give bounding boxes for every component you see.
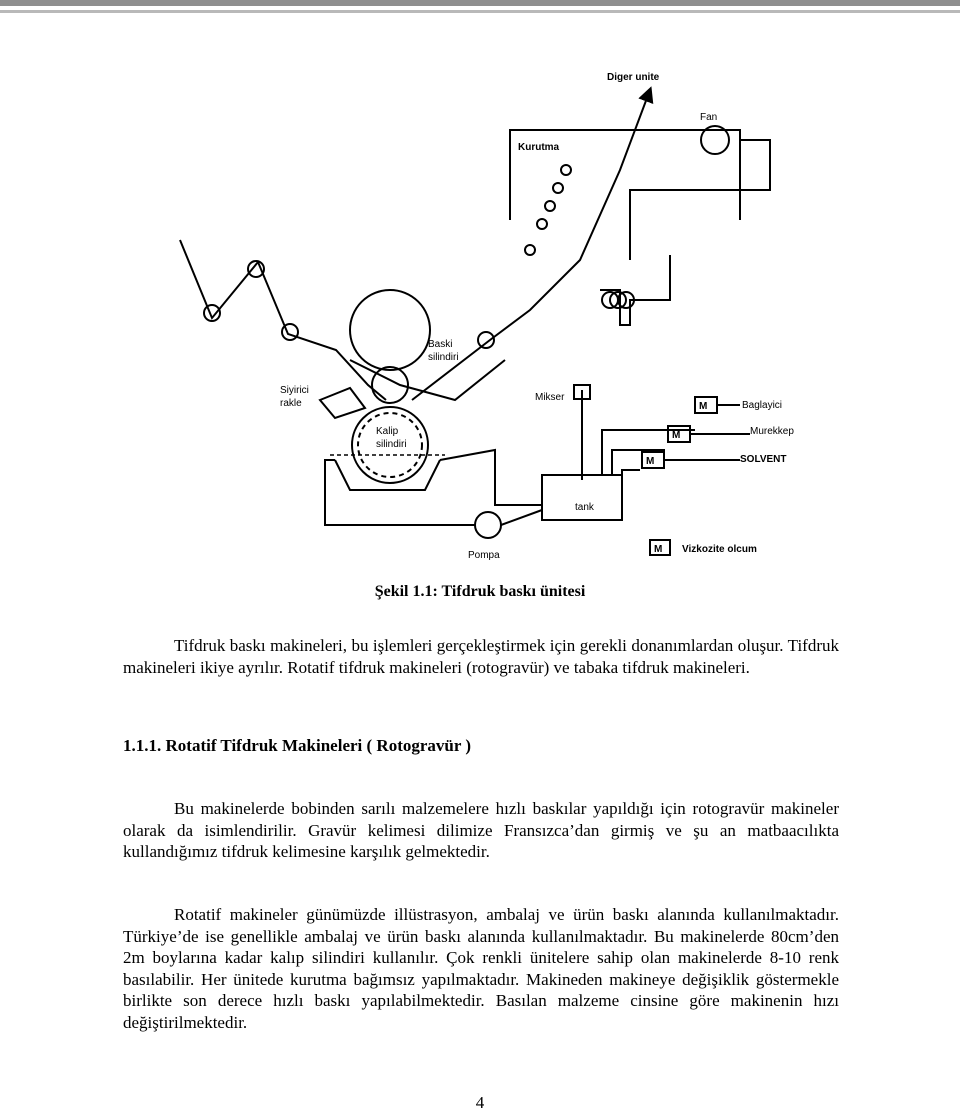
label-solvent: SOLVENT — [740, 454, 786, 465]
label-diger-unite: Diger unite — [607, 72, 660, 83]
ink-trough — [334, 459, 441, 491]
impression-cylinder — [349, 289, 431, 371]
gravure-cylinder-dashed — [357, 412, 423, 478]
web-path-cross — [349, 359, 506, 402]
header-rule-thin — [0, 10, 960, 13]
mixer-motor — [573, 384, 591, 400]
header-rule — [0, 0, 960, 6]
label-pompa: Pompa — [468, 550, 500, 561]
pump — [474, 511, 502, 539]
label-kurutma: Kurutma — [518, 142, 560, 153]
fan — [700, 125, 730, 155]
label-kalip-2: silindiri — [376, 439, 407, 450]
figure-caption: Şekil 1.1: Tifdruk baskı ünitesi — [374, 583, 586, 600]
label-mikser: Mikser — [535, 392, 565, 403]
label-m: M — [646, 456, 654, 467]
paragraph-2: Rotatif makineler günümüzde illüstrasyon… — [123, 905, 839, 1032]
dryer-housing — [509, 129, 741, 220]
ink-tank — [541, 474, 623, 521]
guide-roller — [281, 323, 299, 341]
label-siyirici-2: rakle — [280, 398, 302, 409]
label-m: M — [699, 401, 707, 412]
page-number: 4 — [475, 1093, 485, 1112]
web-path-right — [411, 86, 654, 401]
label-vizkozite: Vizkozite olcum — [682, 544, 757, 555]
section-heading: 1.1.1. Rotatif Tifdruk Makineleri ( Roto… — [123, 736, 472, 755]
label-baski-1: Baski — [428, 339, 452, 350]
guide-roller — [203, 304, 221, 322]
label-murekkep: Murekkep — [750, 426, 794, 437]
label-m: M — [672, 430, 680, 441]
gravure-cylinder — [351, 406, 429, 484]
label-fan: Fan — [700, 112, 717, 123]
doctor-blade — [318, 386, 367, 420]
label-kalip-1: Kalip — [376, 426, 399, 437]
paragraph-1: Bu makinelerde bobinden sarılı malzemele… — [123, 799, 839, 861]
label-baglayici: Baglayici — [742, 400, 782, 411]
label-siyirici-1: Siyirici — [280, 385, 309, 396]
intro-paragraph: Tifdruk baskı makineleri, bu işlemleri g… — [123, 636, 839, 677]
label-baski-2: silindiri — [428, 352, 459, 363]
gravure-printing-unit-diagram: Diger unite Fan Kurutma Baski silindiri … — [179, 72, 794, 561]
legend-m-box — [649, 539, 671, 556]
guide-roller — [247, 260, 265, 278]
label-tank: tank — [575, 502, 595, 513]
legend-label-m: M — [654, 544, 662, 555]
intermediate-roller — [371, 366, 409, 404]
web-path-left — [179, 239, 387, 401]
guide-roller — [477, 331, 495, 349]
